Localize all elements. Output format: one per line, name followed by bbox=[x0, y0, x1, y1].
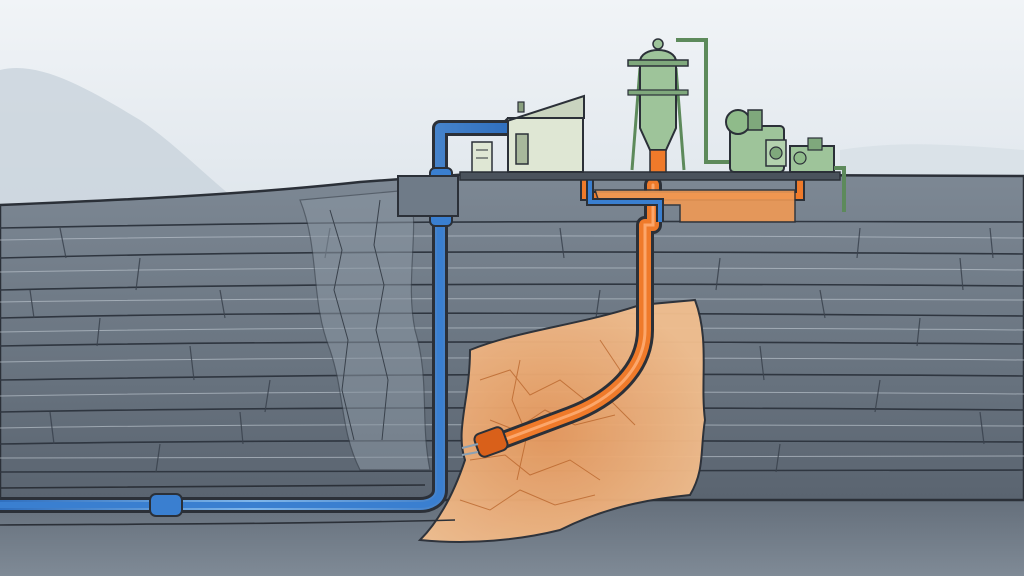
rock-cracks bbox=[29, 227, 994, 473]
pit-left bbox=[397, 175, 459, 217]
pipe-coupling bbox=[149, 493, 183, 517]
pipe-trench-outline bbox=[0, 484, 456, 526]
surface-cold-line-fill bbox=[588, 180, 662, 222]
surface-pad bbox=[459, 171, 841, 181]
production-well-head bbox=[473, 426, 509, 458]
injection-nozzle bbox=[461, 443, 479, 456]
production-well-highlight bbox=[488, 183, 655, 447]
silo-icon bbox=[627, 38, 730, 173]
injection-pipe-core bbox=[0, 180, 443, 508]
fracture-lines bbox=[329, 199, 389, 441]
building-icon bbox=[471, 94, 585, 173]
fracture-zone bbox=[299, 189, 431, 471]
pump-machinery-icon bbox=[725, 109, 846, 212]
distant-hill-left bbox=[0, 68, 230, 205]
